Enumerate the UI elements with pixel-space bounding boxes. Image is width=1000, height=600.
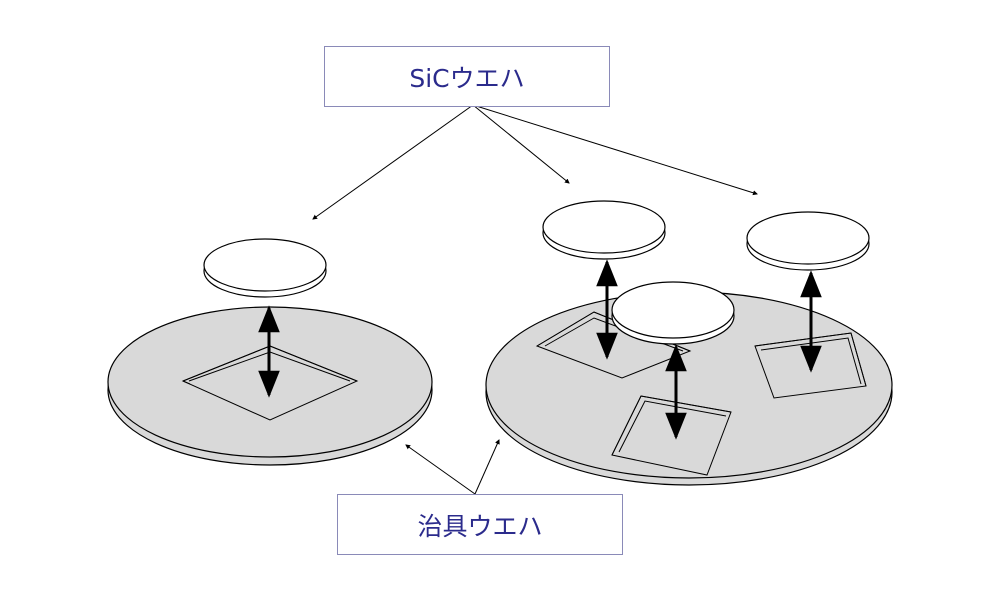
jig-wafer-right (485, 291, 893, 486)
sic-wafer-right-2 (746, 211, 870, 271)
sic-wafer-right-3 (611, 281, 735, 345)
jig-wafer-label: 治具ウエハ (337, 494, 623, 555)
sic-wafer-left (203, 238, 327, 298)
sic-wafer-label: SiCウエハ (324, 46, 610, 107)
sic-wafer-right-1 (542, 200, 666, 260)
sic-callout-arrows (312, 104, 758, 220)
jig-callout-arrows (405, 439, 500, 495)
